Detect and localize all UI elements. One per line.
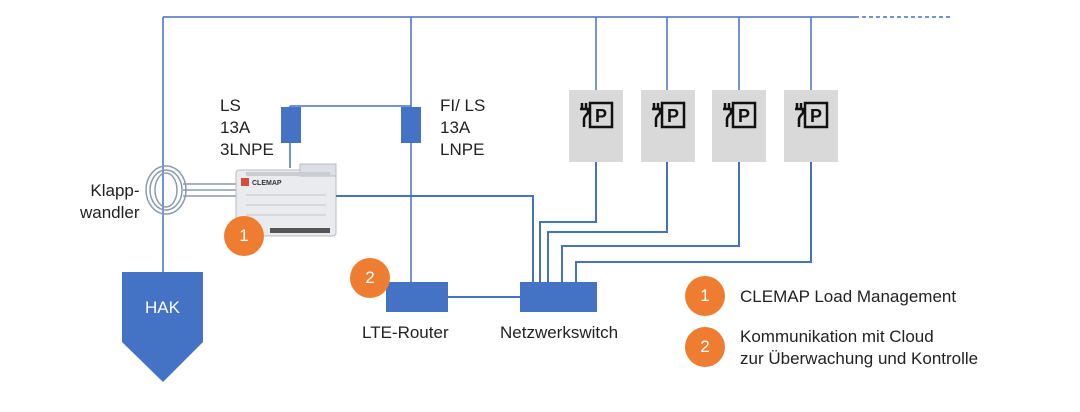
lte-router bbox=[386, 282, 448, 312]
hak-label: HAK bbox=[145, 298, 180, 317]
clemap-device: CLEMAP bbox=[235, 163, 337, 237]
legend-text-2: Kommunikation mit Cloud zur Überwachung … bbox=[740, 327, 979, 368]
fi-breaker bbox=[401, 107, 421, 143]
fi-breaker-label: FI/ LS 13A LNPE bbox=[440, 96, 486, 159]
network-switch bbox=[520, 282, 597, 312]
legend-badge-2: 2 bbox=[685, 327, 725, 367]
ev-charger-icon bbox=[723, 101, 757, 129]
legend-text-1: CLEMAP Load Management bbox=[740, 287, 957, 306]
network-switch-label: Netzwerkswitch bbox=[500, 323, 619, 342]
clamp-label: Klapp- wandler bbox=[80, 181, 140, 222]
charger-letter: P bbox=[595, 106, 607, 126]
charger-letter: P bbox=[738, 106, 750, 126]
ev-charger-icon bbox=[795, 101, 829, 129]
ev-charger-icon bbox=[580, 101, 614, 129]
lte-router-label: LTE-Router bbox=[362, 323, 449, 342]
legend-badge-1: 1 bbox=[685, 276, 725, 316]
svg-text:CLEMAP: CLEMAP bbox=[252, 180, 282, 187]
ev-charger-icon bbox=[652, 101, 686, 129]
charger-switch-cables bbox=[539, 162, 812, 282]
charger-letter: P bbox=[810, 106, 822, 126]
device-switch-cable bbox=[336, 195, 534, 282]
router-badge: 2 bbox=[350, 258, 390, 298]
ls-breaker-label: LS 13A 3LNPE bbox=[220, 96, 274, 159]
hak-shape bbox=[122, 272, 203, 382]
device-badge: 1 bbox=[224, 216, 264, 256]
top-bus-line bbox=[162, 16, 950, 285]
charger-letter: P bbox=[667, 106, 679, 126]
current-clamp bbox=[145, 165, 245, 215]
ls-breaker bbox=[281, 107, 301, 143]
